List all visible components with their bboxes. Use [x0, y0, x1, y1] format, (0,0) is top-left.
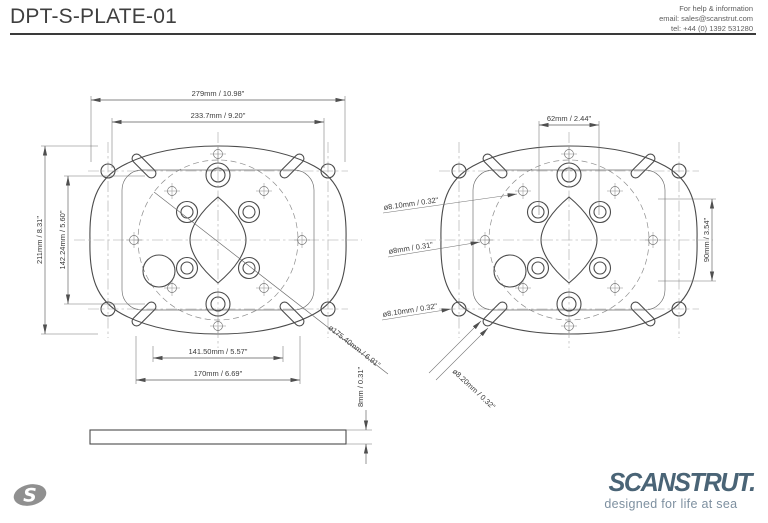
brand-block: SCANSTRUT. designed for life at sea: [604, 467, 757, 511]
dim-overall-width: 279mm / 10.98": [192, 89, 245, 98]
brand-wordmark: SCANSTRUT.: [608, 467, 757, 497]
dim-inner-width: 233.7mm / 9.20": [191, 111, 246, 120]
back-view: 62mm / 2.44" 90mm / 3.54" ø8.10mm / 0.32…: [382, 114, 716, 411]
scanstrut-s-logo-icon: S: [13, 484, 47, 507]
front-view: 279mm / 10.98" 233.7mm / 9.20" 211mm / 8…: [35, 89, 389, 384]
dim-overall-height: 211mm / 8.31": [35, 216, 44, 264]
plate-back-outline: [424, 131, 714, 349]
side-view: 8mm / 0.31": [89, 366, 372, 464]
dim-bottom-inner: 141.50mm / 5.57": [189, 347, 248, 356]
label-hole-b: ø8mm / 0.31": [388, 240, 434, 256]
brand-tagline: designed for life at sea: [604, 496, 738, 511]
contact-info: For help & information email: sales@scan…: [659, 4, 753, 34]
dim-top-span: 62mm / 2.44": [547, 114, 592, 123]
label-hole-c: ø8.10mm / 0.32": [382, 301, 438, 319]
svg-text:S: S: [23, 485, 37, 507]
brand-name: SCANSTRUT: [608, 467, 751, 497]
dim-thickness: 8mm / 0.31": [356, 366, 365, 407]
contact-email[interactable]: email: sales@scanstrut.com: [659, 13, 753, 23]
dim-bottom-outer: 170mm / 6.69": [194, 369, 243, 378]
plate-edge-profile: [89, 429, 347, 445]
label-slot-width: ø8.20mm / 0.32": [451, 367, 498, 411]
dim-right-span: 90mm / 3.54": [702, 217, 711, 262]
header-divider: [10, 33, 756, 35]
brand-dot: .: [749, 467, 756, 497]
dim-inner-height: 142.24mm / 5.60": [58, 210, 67, 269]
plate-front-outline: [73, 131, 363, 349]
label-hole-a: ø8.10mm / 0.32": [383, 195, 439, 212]
side-view-dimensions: 8mm / 0.31": [346, 366, 372, 464]
page-title: DPT-S-PLATE-01: [10, 5, 177, 28]
contact-help-line: For help & information: [679, 4, 753, 13]
dim-bolt-circle-diameter: ø175.40mm / 6.91": [327, 323, 383, 369]
contact-phone: tel: +44 (0) 1392 531280: [671, 23, 753, 33]
